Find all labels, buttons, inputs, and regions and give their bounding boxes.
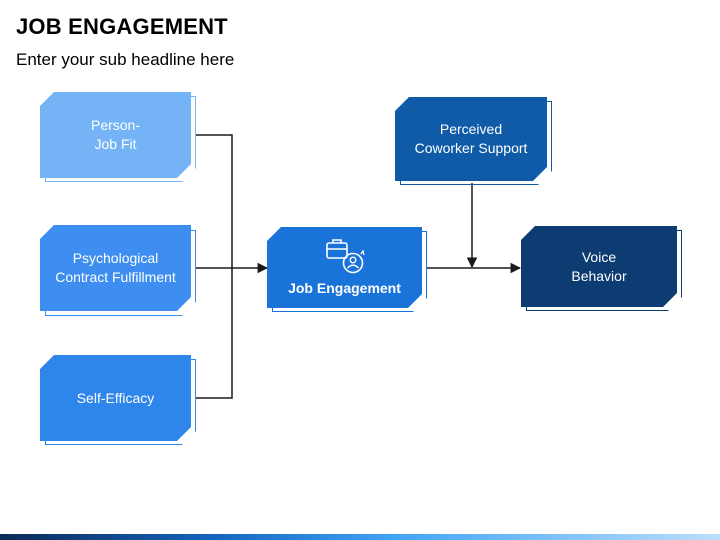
node-self-efficacy-label: Self-Efficacy (76, 389, 155, 406)
briefcase-person-cycle-icon (325, 237, 365, 275)
page-title: JOB ENGAGEMENT (16, 14, 228, 39)
node-psychological-contract-label: Psychological Contract Fulfillment (55, 250, 176, 285)
page-subtitle: Enter your sub headline here (16, 50, 235, 69)
node-person-job-fit: Person- Job Fit (40, 92, 191, 178)
node-voice-behavior: Voice Behavior (521, 226, 677, 307)
node-job-engagement: Job Engagement (267, 227, 422, 308)
node-psychological-contract-fulfillment: Psychological Contract Fulfillment (40, 225, 191, 311)
node-perceived-coworker-support: Perceived Coworker Support (395, 97, 547, 181)
node-perceived-coworker-support-label: Perceived Coworker Support (414, 121, 528, 156)
node-voice-behavior-label: Voice Behavior (571, 248, 627, 284)
connector-self-efficacy (196, 268, 233, 399)
connector-person-job-fit (196, 134, 233, 268)
bottom-accent-bar (0, 534, 720, 540)
node-job-engagement-label: Job Engagement (288, 280, 401, 296)
node-person-job-fit-label: Person- Job Fit (90, 117, 141, 152)
node-self-efficacy: Self-Efficacy (40, 355, 191, 441)
